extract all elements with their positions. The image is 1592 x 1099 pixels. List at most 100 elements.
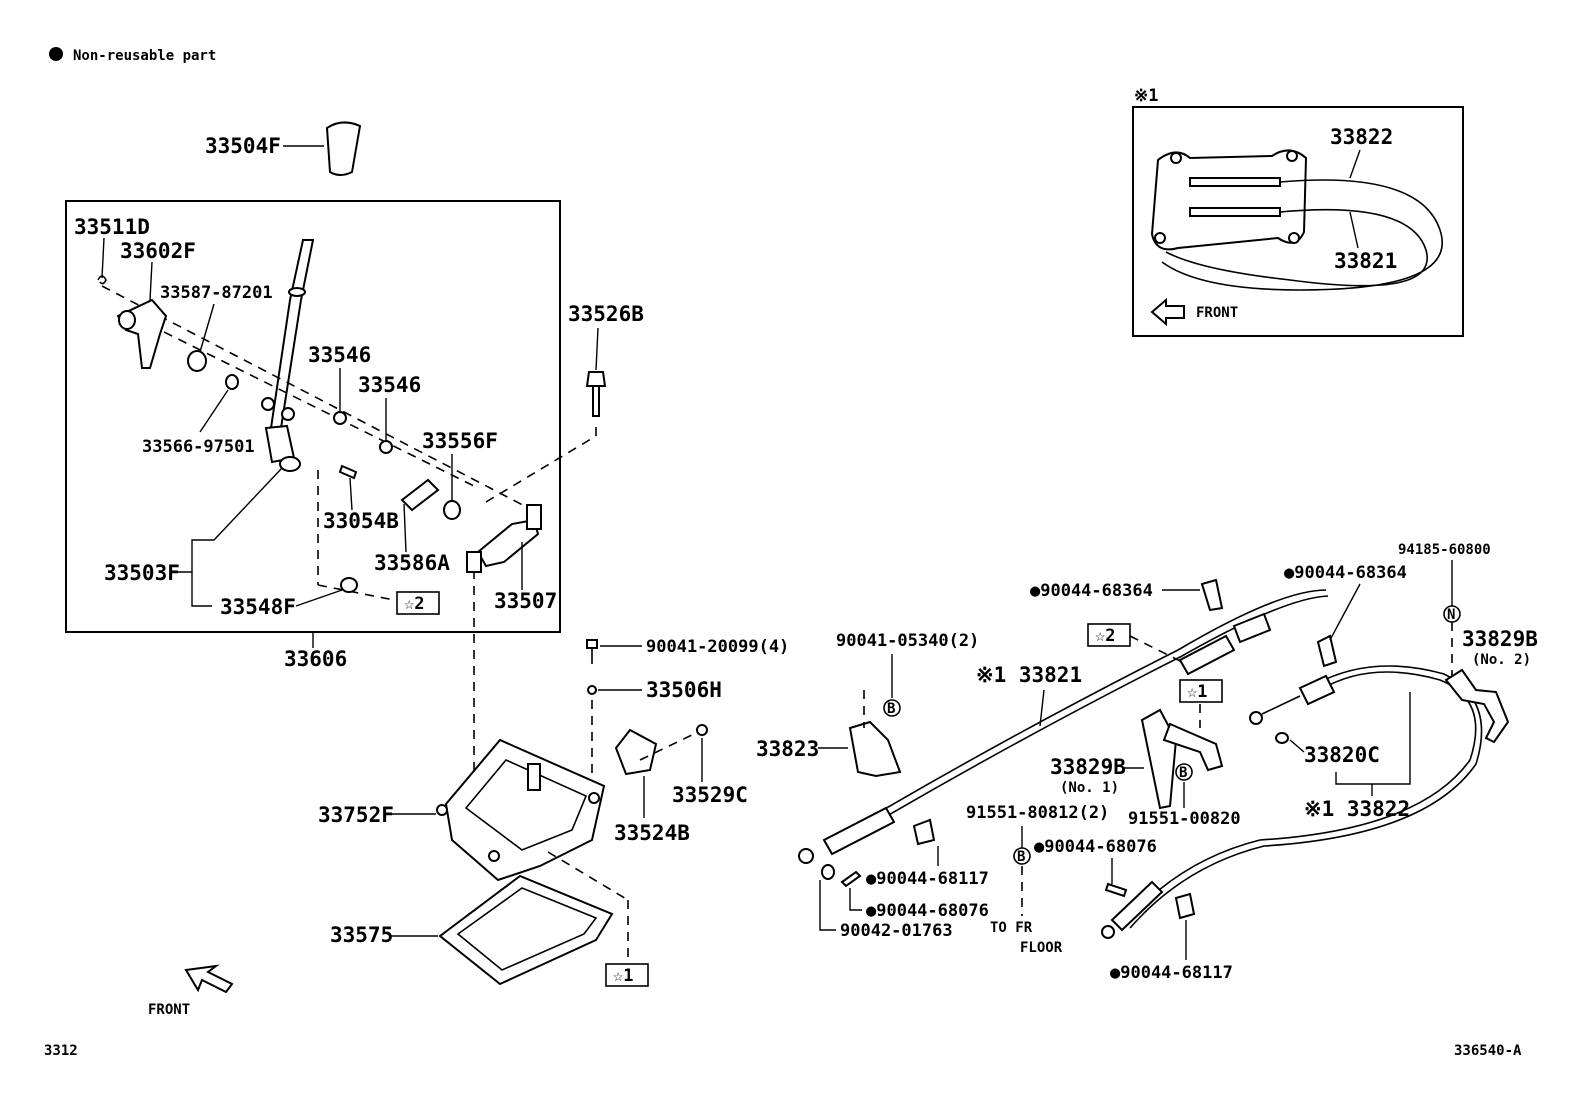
bushing-33566 <box>225 374 239 390</box>
leader-33820C <box>1289 739 1305 753</box>
leader-33821 <box>1039 689 1045 727</box>
cable-33822-top-end <box>1249 711 1263 725</box>
label-90044-68076a: ●90044-68076 <box>1034 837 1157 857</box>
label-33524B: 33524B <box>614 821 690 845</box>
b-circle-left-icon <box>883 699 901 717</box>
axis-dash-4 <box>317 584 395 601</box>
inset-label-33821: 33821 <box>1334 249 1397 273</box>
b-circle-left-text: B <box>887 701 895 717</box>
leader-33511D <box>101 237 105 279</box>
bushing-33556F <box>443 500 461 520</box>
gasket-33575 <box>438 874 614 986</box>
label-90041-20099: 90041-20099(4) <box>646 637 789 657</box>
label-33511D: 33511D <box>74 215 150 239</box>
bracket-33829B-no1-b <box>1162 722 1224 772</box>
inset-cable-end-2 <box>1189 207 1281 217</box>
inset-hole-1 <box>1170 152 1182 164</box>
leader-33566 <box>199 389 229 433</box>
housing-33752F <box>444 738 606 882</box>
clip-90044-68364a <box>1200 578 1224 612</box>
label-33606: 33606 <box>284 647 347 671</box>
label-33752F: 33752F <box>318 803 394 827</box>
label-33526B: 33526B <box>568 302 644 326</box>
cable-33822 <box>1125 671 1477 923</box>
n-circle-text: N <box>1447 607 1455 623</box>
bracket-33823 <box>848 720 902 778</box>
inset-leader-b <box>1349 211 1359 249</box>
leader-33548F <box>295 589 343 607</box>
footer-right: 336540-A <box>1454 1043 1522 1059</box>
axis-dash-2 <box>163 331 479 489</box>
bracket-33507-post <box>526 504 542 530</box>
b-circle-right-text: B <box>1179 765 1187 781</box>
bolt-90041-20099 <box>586 639 598 649</box>
leader-33548F-bracket <box>191 572 212 607</box>
label-33546a: 33546 <box>308 343 371 367</box>
tag-star2-right-text: ☆2 <box>1095 626 1115 646</box>
cable-33822-b <box>1129 665 1483 929</box>
label-90044-68364a: ●90044-68364 <box>1030 581 1153 601</box>
label-to-fr: TO FR <box>990 920 1033 936</box>
cable-33821-end <box>798 848 814 864</box>
clip-90044-68117b <box>1174 892 1196 920</box>
cable-33821-sleeve-2 <box>1178 634 1236 676</box>
label-front-bottom: FRONT <box>148 1002 190 1018</box>
dash-33529C <box>639 733 695 761</box>
tag-star2-right <box>1087 623 1131 647</box>
label-33503F: 33503F <box>104 561 180 585</box>
leader-33054B <box>349 477 353 511</box>
inset-label-33822: 33822 <box>1330 125 1393 149</box>
shift-lever-rod <box>269 239 315 429</box>
cable-33822-end <box>1101 925 1115 939</box>
label-floor: FLOOR <box>1020 940 1063 956</box>
label-33829B-no1-sub: (No. 1) <box>1060 780 1119 796</box>
bushing-b <box>281 407 295 421</box>
clip-33511D <box>97 275 107 285</box>
footer-left: 3312 <box>44 1043 78 1059</box>
label-33587: 33587-87201 <box>160 283 273 303</box>
bolt-33526B-head <box>585 371 607 387</box>
leader-90044-68364b <box>1329 583 1361 641</box>
label-90044-68117b: ●90044-68117 <box>1110 963 1233 983</box>
lever-ring <box>288 287 306 297</box>
bushing-33546b <box>379 440 393 454</box>
inset-marker: ※1 <box>1134 86 1158 106</box>
label-33546b: 33546 <box>358 373 421 397</box>
label-33602F: 33602F <box>120 239 196 263</box>
axis-dash-bolt <box>485 435 597 503</box>
housing-33752F-inner <box>464 759 588 851</box>
label-33829B-no2: 33829B <box>1462 627 1538 651</box>
label-33504F: 33504F <box>205 134 281 158</box>
leader-90044-68076b <box>849 888 862 911</box>
label-33829B-no2-sub: (No. 2) <box>1472 652 1531 668</box>
washer-33506H <box>587 685 597 695</box>
spring-33054B <box>338 464 358 480</box>
leader-33586A <box>403 503 407 553</box>
b-circle-right-icon <box>1175 763 1193 781</box>
tag-star1-right <box>1179 679 1223 703</box>
lever-pivot-ball <box>279 456 301 472</box>
label-90041-05340: 90041-05340(2) <box>836 631 979 651</box>
label-33507: 33507 <box>494 589 557 613</box>
inset-cable-2 <box>1165 208 1428 287</box>
label-33823: 33823 <box>756 737 819 761</box>
bushing-33587 <box>187 350 207 372</box>
label-90042-01763: 90042-01763 <box>840 921 953 941</box>
b-circle-floor-icon <box>1013 847 1031 865</box>
bracket-33507 <box>476 518 540 568</box>
bracket-33829B-no2 <box>1444 668 1510 744</box>
legend-text: Non-reusable part <box>73 48 216 64</box>
housing-boss <box>527 763 541 791</box>
clip-90044-68117a <box>912 818 936 846</box>
housing-bolt-hole-1 <box>436 804 448 816</box>
inset-front-arrow-icon <box>1150 297 1185 327</box>
housing-bolt-hole-2 <box>588 792 600 804</box>
bracket-33524B <box>614 728 658 776</box>
inset-cable-end-1 <box>1189 177 1281 187</box>
leader-33602F <box>149 261 153 301</box>
b-circle-floor-text: B <box>1017 849 1025 865</box>
inset-leader-a <box>1349 149 1361 179</box>
label-91551-00820: 91551-00820 <box>1128 809 1241 829</box>
inset-front-label: FRONT <box>1196 305 1238 321</box>
